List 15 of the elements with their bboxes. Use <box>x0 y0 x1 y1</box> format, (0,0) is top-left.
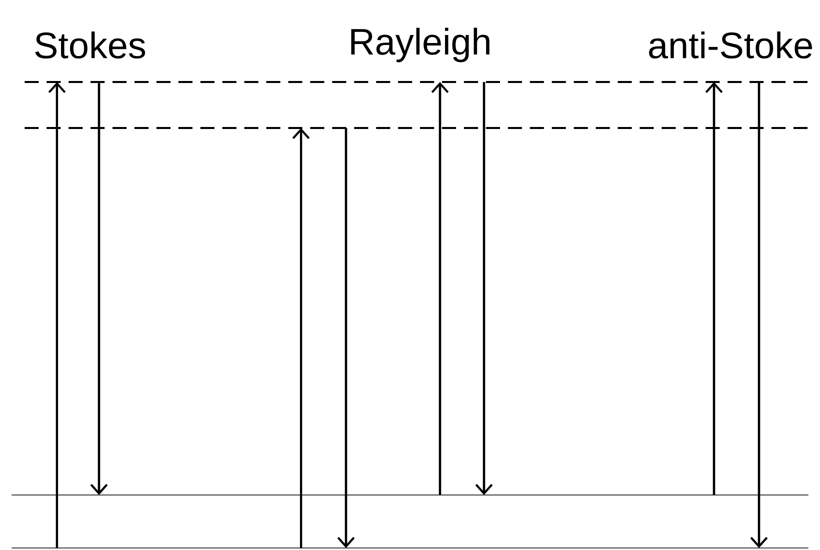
arrow <box>431 82 449 495</box>
scattering-label: Rayleigh <box>351 28 490 62</box>
arrow <box>90 82 108 495</box>
dashed-line <box>24 126 808 130</box>
arrow <box>48 82 66 548</box>
dashed-line <box>24 80 808 84</box>
arrow <box>705 82 723 495</box>
arrow <box>750 82 768 548</box>
level-line <box>12 547 808 549</box>
scattering-label: anti-Stoke <box>649 31 812 59</box>
level-line <box>12 494 808 496</box>
arrow <box>292 128 310 548</box>
arrow <box>337 128 355 548</box>
arrow <box>475 82 493 495</box>
scattering-label: Stokes <box>35 31 146 59</box>
